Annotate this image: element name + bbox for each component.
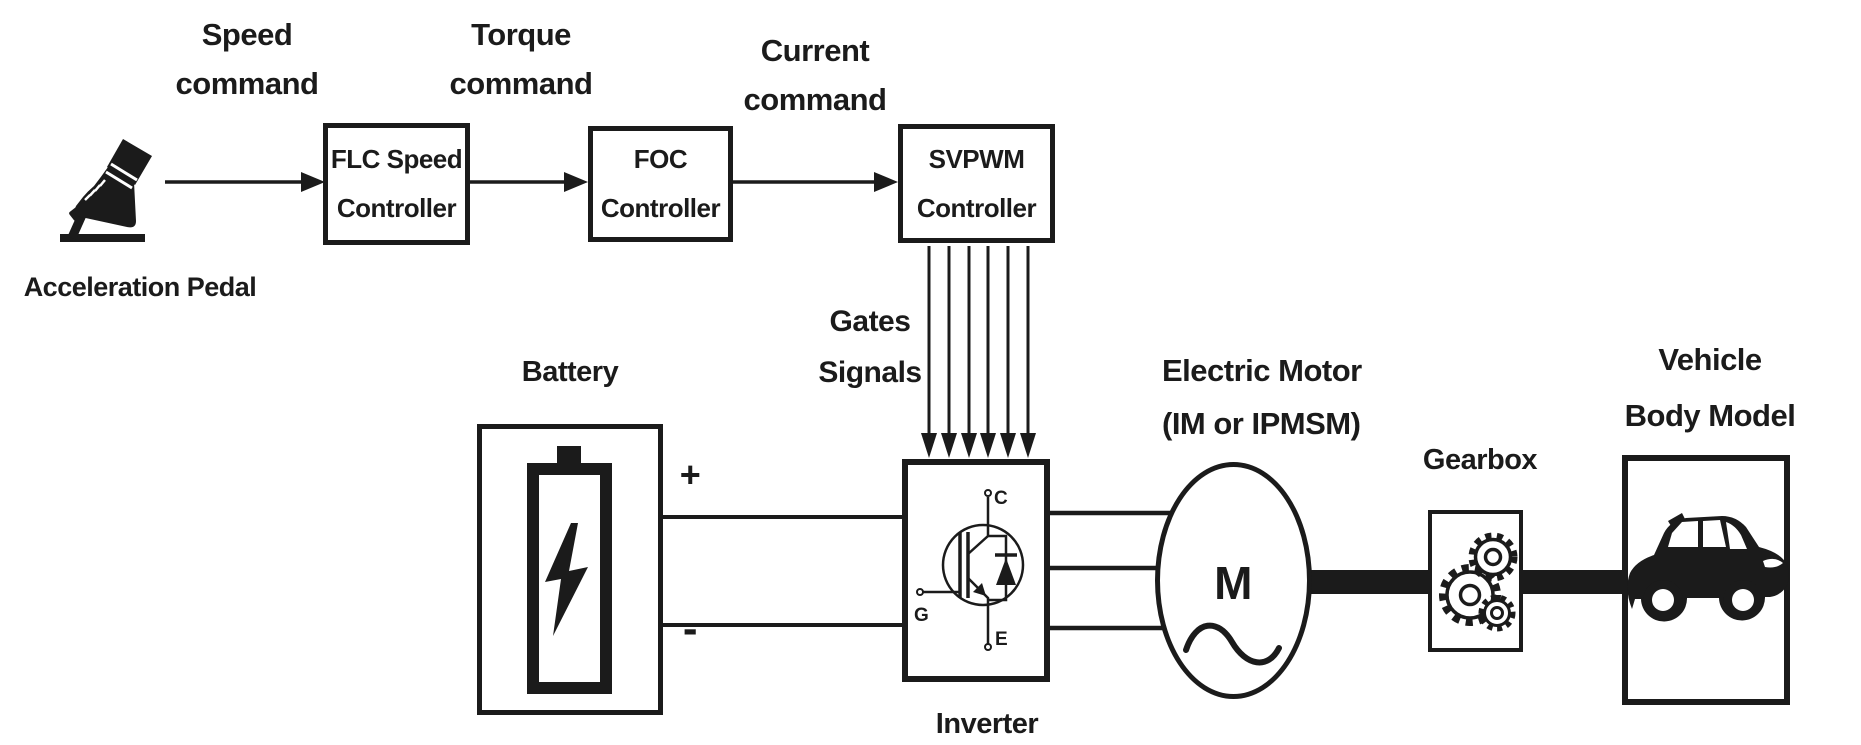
svpwm-controller-label: SVPWM Controller bbox=[916, 143, 1037, 223]
motor-letter: M bbox=[1214, 557, 1252, 609]
speed-command-label: Speed command bbox=[175, 17, 319, 101]
current-command-label: Current command bbox=[743, 33, 887, 117]
current-command-arrow bbox=[733, 172, 898, 192]
igbt-gate-label: G bbox=[914, 605, 929, 626]
battery-label: Battery bbox=[521, 356, 619, 388]
battery-icon bbox=[527, 446, 612, 694]
electric-motor-label: Electric Motor (IM or IPMSM) bbox=[1162, 353, 1362, 441]
svpwm-controller-block: SVPWM Controller bbox=[898, 124, 1055, 243]
battery-negative-label: - bbox=[682, 604, 698, 653]
inverter-label: Inverter bbox=[935, 708, 1039, 740]
motor-sine-icon bbox=[1183, 622, 1282, 666]
gates-signals-label: Gates Signals bbox=[818, 305, 922, 389]
acceleration-pedal-label: Acceleration Pedal bbox=[23, 272, 257, 302]
torque-command-label: Torque command bbox=[449, 17, 593, 101]
torque-command-arrow bbox=[470, 172, 588, 192]
gears-icon bbox=[1439, 532, 1518, 632]
speed-command-arrow bbox=[165, 172, 325, 192]
gearbox-label: Gearbox bbox=[1422, 444, 1538, 476]
flc-speed-controller-block: FLC Speed Controller bbox=[323, 123, 470, 245]
flc-speed-controller-label: FLC Speed Controller bbox=[330, 144, 463, 223]
motor-gearbox-shaft bbox=[1305, 570, 1432, 594]
motor-block bbox=[1155, 462, 1312, 699]
foc-controller-label: FOC Controller bbox=[600, 144, 721, 223]
foc-controller-block: FOC Controller bbox=[588, 126, 733, 242]
inverter-block bbox=[902, 459, 1050, 682]
igbt-symbol-icon: C G E bbox=[914, 488, 1025, 651]
battery-positive-label: + bbox=[679, 454, 701, 495]
gearbox-vehicle-shaft bbox=[1519, 570, 1626, 594]
igbt-collector-label: C bbox=[994, 488, 1008, 509]
acceleration-pedal-icon bbox=[60, 139, 152, 242]
igbt-emitter-label: E bbox=[995, 629, 1008, 650]
vehicle-body-model-label: Vehicle Body Model bbox=[1624, 342, 1796, 433]
car-icon bbox=[1627, 513, 1789, 622]
